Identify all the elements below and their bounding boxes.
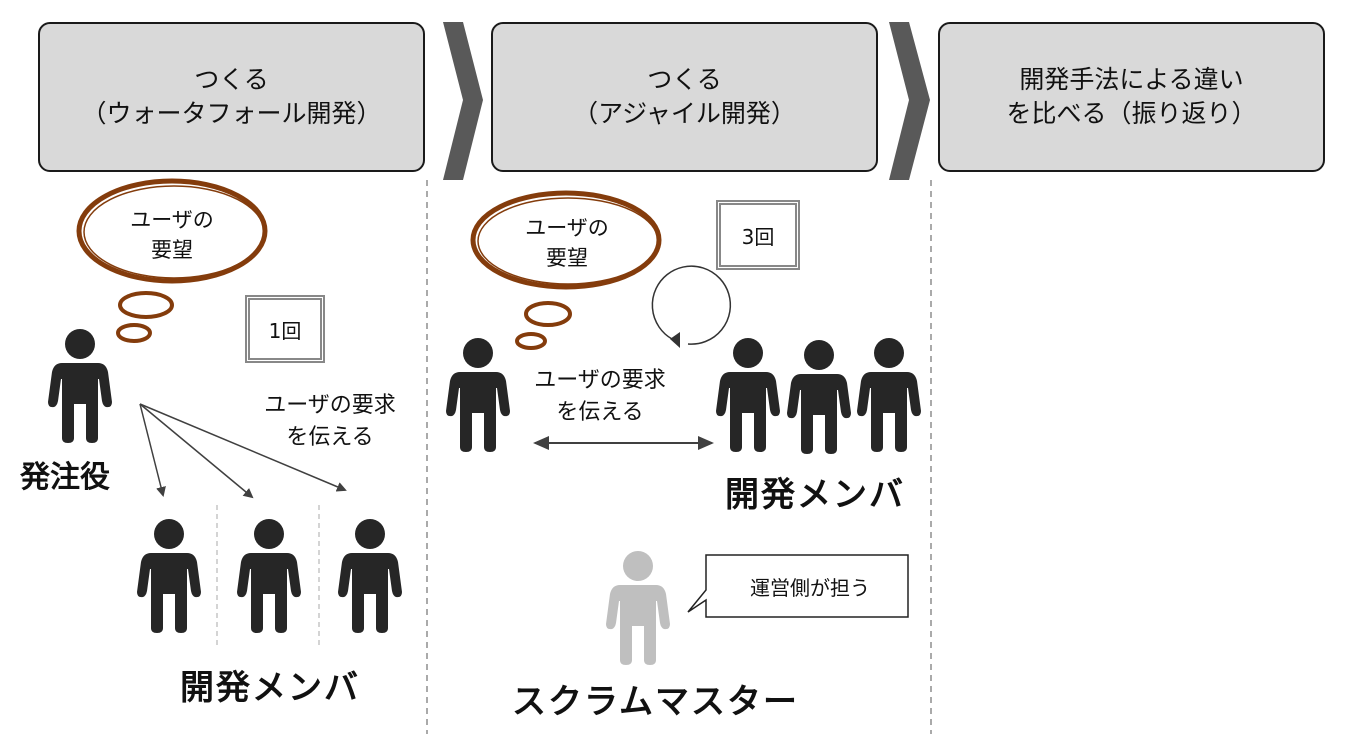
- cycle-arrow-icon: [651, 265, 732, 348]
- convey-label-waterfall: ユーザの要求 を伝える: [264, 393, 396, 450]
- person-member-icon: [787, 339, 851, 454]
- count-box-waterfall: 1回: [245, 295, 325, 363]
- step-waterfall-header: つくる （ウォータフォール開発）: [38, 22, 425, 172]
- count-label: 3回: [741, 224, 775, 249]
- convey-label-agile: ユーザの要求 を伝える: [534, 368, 666, 425]
- callout-box: [687, 554, 909, 618]
- person-member-icon: [338, 518, 402, 633]
- orderer-label: 発注役: [20, 460, 110, 495]
- person-member-icon: [716, 337, 780, 452]
- thought-bubble-waterfall: [76, 178, 268, 343]
- count-box-agile: 3回: [716, 200, 800, 270]
- members-label-waterfall: 開発メンバ: [180, 668, 360, 708]
- person-member-icon: [857, 337, 921, 452]
- person-member-icon: [237, 518, 301, 633]
- step-retrospective-header: 開発手法による違い を比べる（振り返り）: [938, 22, 1325, 172]
- thought-bubble-agile: [470, 190, 662, 350]
- person-member-icon: [137, 518, 201, 633]
- members-label-agile: 開発メンバ: [725, 475, 905, 515]
- fan-arrows: [139, 403, 347, 499]
- count-label: 1回: [268, 318, 302, 343]
- person-product-owner-icon: [446, 337, 510, 452]
- step-agile-header: つくる （アジャイル開発）: [491, 22, 878, 172]
- chevron-arrow-1: [443, 22, 483, 180]
- person-orderer-icon: [48, 328, 112, 443]
- bubble-text-waterfall: ユーザの 要望: [130, 208, 214, 262]
- bubble-text-agile: ユーザの 要望: [525, 216, 609, 270]
- chevron-arrow-2: [889, 22, 930, 180]
- callout-text: 運営側が担う: [750, 576, 870, 600]
- scrum-master-label: スクラムマスター: [512, 682, 799, 722]
- person-scrum-master-icon: [606, 550, 670, 665]
